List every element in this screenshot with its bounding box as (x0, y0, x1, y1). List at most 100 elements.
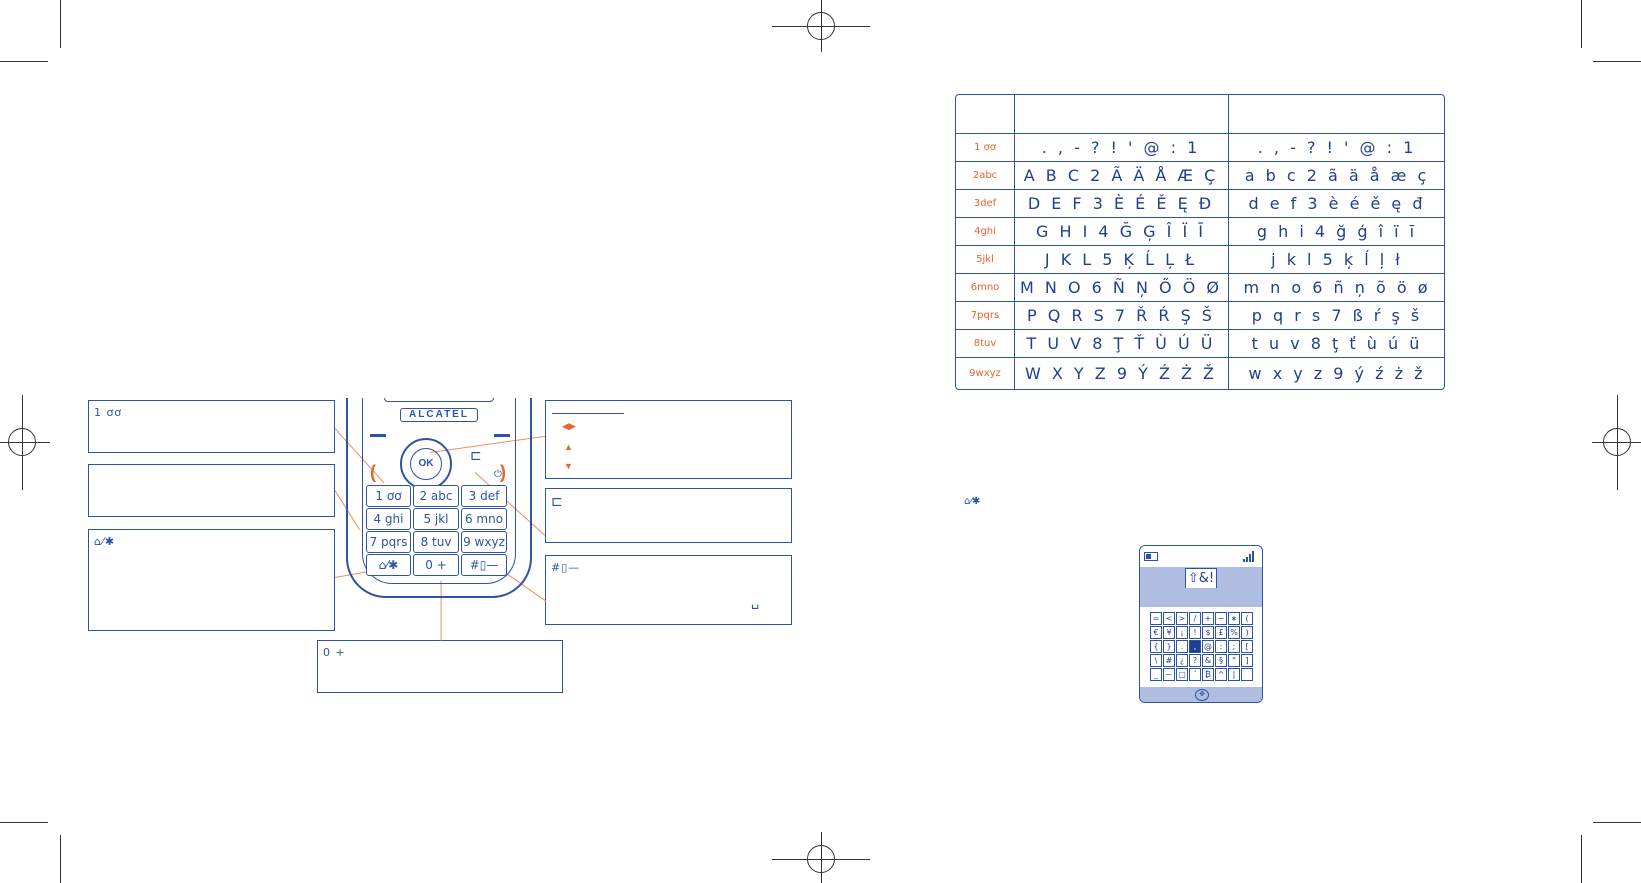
key-5[interactable]: 5 jkl (413, 508, 459, 530)
symbol-cell[interactable]: ^ (1215, 668, 1227, 681)
key-4[interactable]: 4 ghi (366, 508, 411, 530)
registration-mark (821, 0, 822, 52)
nav-pad-icon: ✥ (1195, 689, 1209, 701)
symbol-cell[interactable]: { (1150, 640, 1162, 653)
table-divider (1014, 95, 1015, 389)
symbol-cell[interactable]: : (1215, 640, 1227, 653)
left-softkey[interactable] (370, 434, 386, 437)
callout-clear-key: ⊏ (545, 488, 792, 543)
nav-left-right-icon: ◀▶ (562, 421, 576, 431)
symbol-cell[interactable]: ´ (1189, 668, 1201, 681)
symbol-cell[interactable]: % (1228, 626, 1240, 639)
symbol-cell[interactable]: & (1202, 654, 1214, 667)
symbol-cell[interactable]: ₿ (1202, 668, 1214, 681)
symbol-cell[interactable]: £ (1215, 626, 1227, 639)
phone-earpiece (384, 398, 494, 402)
call-key-icon[interactable]: ( (370, 462, 376, 482)
table-row: 2abc A B C 2 Ã Ä Å Æ Ç a b c 2 ã ä å æ ç (956, 161, 1444, 189)
table-upper-cell: J K L 5 Ķ Ĺ Ļ Ł (1044, 250, 1198, 269)
callout-keys-2-9 (88, 464, 335, 517)
character-table: 1 ơơ . , - ? ! ' @ : 1 . , - ? ! ' @ : 1… (955, 94, 1445, 390)
symbol-cell[interactable]: $ (1202, 626, 1214, 639)
right-softkey[interactable] (494, 434, 510, 437)
callout-hash-key: #▯— ␣ (545, 555, 792, 625)
symbol-cell[interactable]: + (1202, 612, 1214, 625)
callout-key1: 1 ơơ (88, 400, 335, 453)
symbol-cell[interactable]: # (1163, 654, 1175, 667)
key-6[interactable]: 6 mno (461, 508, 507, 530)
symbol-tab[interactable]: ⇧&! (1185, 568, 1217, 588)
table-lower-cell: a b c 2 ã ä å æ ç (1244, 166, 1430, 185)
symbol-key-icon: ⌂⁄✱ (964, 496, 981, 507)
key-0[interactable]: 0 + (413, 554, 459, 576)
crop-mark (1593, 822, 1641, 823)
symbol-cell[interactable]: . (1176, 640, 1188, 653)
symbol-cell[interactable]: ¿ (1176, 654, 1188, 667)
table-lower-cell: p q r s 7 ß ŕ ş š (1251, 306, 1423, 325)
symbol-cell[interactable]: > (1176, 612, 1188, 625)
end-key-icon[interactable]: ) (500, 462, 506, 482)
symbol-cell[interactable] (1241, 668, 1253, 681)
key-3[interactable]: 3 def (461, 485, 507, 507)
symbol-cell[interactable]: ( (1241, 612, 1253, 625)
symbol-cell[interactable]: _ (1150, 668, 1162, 681)
registration-mark (0, 442, 50, 443)
symbol-cell[interactable]: § (1215, 654, 1227, 667)
brand-logo: ALCATEL (400, 408, 478, 422)
symbol-cell[interactable]: , (1189, 640, 1201, 653)
table-lower-cell: t u v 8 ţ ť ù ú ü (1251, 334, 1423, 353)
symbol-cell[interactable]: − (1215, 612, 1227, 625)
table-upper-cell: G H I 4 Ğ Ģ Î Ï Ī (1036, 222, 1206, 241)
key-hash[interactable]: #▯— (461, 554, 507, 576)
crop-mark (1581, 835, 1582, 883)
symbol-cell[interactable]: ] (1241, 654, 1253, 667)
symbol-cell[interactable]: ) (1241, 626, 1253, 639)
symbol-cell[interactable]: " (1228, 654, 1240, 667)
symbol-cell[interactable]: ¥ (1163, 626, 1175, 639)
symbol-cell[interactable]: ▢ (1176, 668, 1188, 681)
symbol-cell[interactable]: [ (1241, 640, 1253, 653)
key-1[interactable]: 1 ơơ (366, 485, 411, 507)
table-key-cell: 6mno (970, 282, 1000, 293)
table-key-cell: 1 ơơ (974, 142, 996, 153)
symbol-cell[interactable]: | (1228, 668, 1240, 681)
symbol-cell[interactable]: ~ (1163, 668, 1175, 681)
signal-icon (1243, 550, 1257, 562)
symbol-cell[interactable]: @ (1202, 640, 1214, 653)
symbol-cell[interactable]: / (1189, 612, 1201, 625)
key-9[interactable]: 9 wxyz (461, 531, 507, 553)
table-lower-cell: d e f 3 è é ě ę đ (1248, 194, 1426, 213)
symbol-cell[interactable]: ? (1189, 654, 1201, 667)
table-row: 5jkl J K L 5 Ķ Ĺ Ļ Ł j k l 5 ķ ĺ ļ ł (956, 245, 1444, 273)
table-upper-cell: . , - ? ! ' @ : 1 (1041, 138, 1201, 157)
callout-star-key: ⌂⁄✱ (88, 529, 335, 631)
table-key-cell: 3def (973, 198, 997, 209)
key-8[interactable]: 8 tuv (413, 531, 459, 553)
ok-button[interactable]: OK (410, 448, 442, 480)
key-7[interactable]: 7 pqrs (366, 531, 411, 553)
star-key-icon: ⌂⁄✱ (94, 535, 116, 548)
symbol-cell[interactable]: € (1150, 626, 1162, 639)
table-row: 8tuv T U V 8 Ţ Ť Ù Ú Ü t u v 8 ţ ť ù ú ü (956, 329, 1444, 357)
table-key-cell: 8tuv (973, 338, 997, 349)
table-lower-cell: . , - ? ! ' @ : 1 (1257, 138, 1417, 157)
callout-title-underline (552, 413, 624, 414)
symbol-cell[interactable]: } (1163, 640, 1175, 653)
callout-zero-key: 0 + (317, 640, 563, 693)
symbol-cell[interactable]: \ (1150, 654, 1162, 667)
symbol-cell[interactable]: < (1163, 612, 1175, 625)
symbol-cell[interactable]: ¡ (1176, 626, 1188, 639)
symbol-cell[interactable]: = (1150, 612, 1162, 625)
callout-navigation: ◀▶ ▲ ▼ (545, 400, 792, 479)
table-row: 9wxyz W X Y Z 9 Ý Ź Ż Ž w x y z 9 ý ź ż … (956, 357, 1444, 389)
clear-key-button[interactable]: ⊏ (470, 448, 482, 464)
registration-mark (1592, 442, 1641, 443)
table-divider (1228, 95, 1229, 389)
key-2[interactable]: 2 abc (413, 485, 459, 507)
symbol-cell[interactable]: ∗ (1228, 612, 1240, 625)
table-upper-cell: D E F 3 È É Ě Ę Đ (1027, 194, 1215, 213)
symbol-cell[interactable]: ! (1189, 626, 1201, 639)
key-star[interactable]: ⌂⁄✱ (366, 554, 411, 576)
table-key-cell: 7pqrs (970, 310, 1000, 321)
symbol-cell[interactable]: ; (1228, 640, 1240, 653)
